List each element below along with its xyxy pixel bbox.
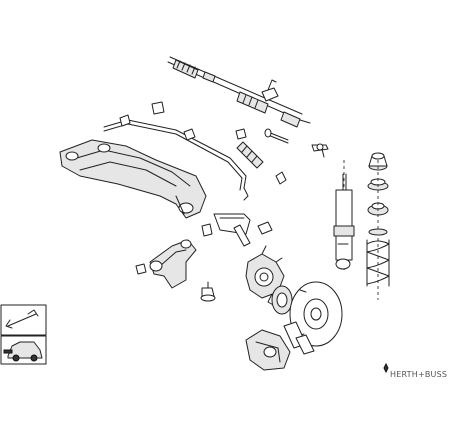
tie-rod-assembly bbox=[236, 128, 329, 169]
brake-caliper bbox=[245, 329, 291, 371]
suspension-strut bbox=[333, 160, 355, 270]
coil-spring bbox=[366, 160, 390, 300]
brand-label: HERTH+BUSS bbox=[390, 370, 448, 379]
stabiliser-link bbox=[201, 213, 273, 247]
wheel-hub bbox=[271, 285, 293, 315]
steering-rack bbox=[167, 56, 311, 128]
front-subframe bbox=[59, 139, 207, 219]
car-front-axle-icon bbox=[0, 335, 47, 365]
brake-pads bbox=[283, 321, 315, 355]
strut-top-mount bbox=[367, 152, 389, 216]
ball-joint bbox=[200, 281, 216, 302]
lower-control-arm bbox=[135, 239, 197, 289]
brand-logo bbox=[383, 362, 389, 374]
stabiliser-bar bbox=[103, 114, 249, 201]
rack-thumbnail bbox=[0, 304, 47, 336]
bushing-small bbox=[151, 101, 287, 185]
